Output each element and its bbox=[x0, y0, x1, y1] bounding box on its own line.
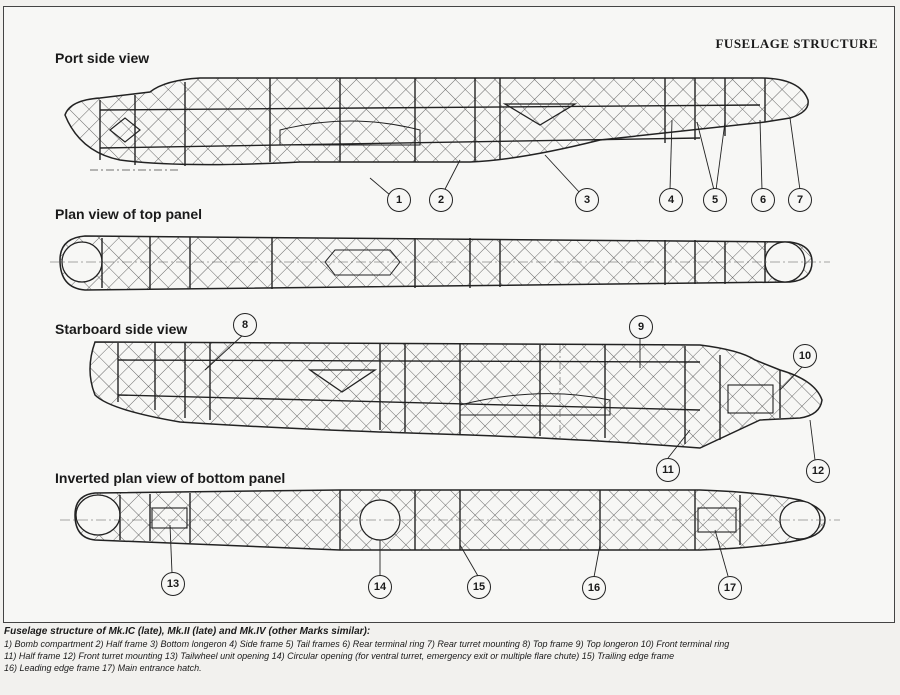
port-side-view bbox=[64, 77, 809, 171]
caption-title: Fuselage structure of Mk.IC (late), Mk.I… bbox=[4, 626, 371, 637]
callout-13: 13 bbox=[161, 572, 185, 596]
callout-9: 9 bbox=[629, 315, 653, 339]
plan-top-view-title: Plan view of top panel bbox=[55, 206, 203, 222]
diagram-header: FUSELAGE STRUCTURE bbox=[715, 36, 878, 51]
plan-top-outline bbox=[59, 235, 813, 291]
starboard-view-title: Starboard side view bbox=[55, 321, 188, 337]
caption-line-2: 11) Half frame 12) Front turret mounting… bbox=[4, 651, 675, 661]
callout-10: 10 bbox=[793, 344, 817, 368]
caption-line-3: 16) Leading edge frame 17) Main entrance… bbox=[4, 663, 202, 673]
callout-5: 5 bbox=[703, 188, 727, 212]
bottom-plan-view bbox=[60, 489, 840, 551]
callout-2: 2 bbox=[429, 188, 453, 212]
callout-15: 15 bbox=[467, 575, 491, 599]
starboard-side-view bbox=[89, 341, 823, 449]
callout-16: 16 bbox=[582, 576, 606, 600]
port-fuselage-outline bbox=[64, 77, 809, 166]
callout-14: 14 bbox=[368, 575, 392, 599]
port-view-title: Port side view bbox=[55, 50, 150, 66]
caption-line-1: 1) Bomb compartment 2) Half frame 3) Bot… bbox=[4, 639, 730, 649]
callout-7: 7 bbox=[788, 188, 812, 212]
leader-lines bbox=[169, 117, 816, 578]
callout-12: 12 bbox=[806, 459, 830, 483]
callout-8: 8 bbox=[233, 313, 257, 337]
callout-4: 4 bbox=[659, 188, 683, 212]
bottom-view-title: Inverted plan view of bottom panel bbox=[55, 470, 286, 486]
callout-3: 3 bbox=[575, 188, 599, 212]
plan-top-view bbox=[50, 235, 830, 291]
callout-1: 1 bbox=[387, 188, 411, 212]
figure-caption: Fuselage structure of Mk.IC (late), Mk.I… bbox=[4, 626, 894, 674]
starboard-fuselage-outline bbox=[89, 341, 823, 449]
callout-11: 11 bbox=[656, 458, 680, 482]
callout-6: 6 bbox=[751, 188, 775, 212]
callout-17: 17 bbox=[718, 576, 742, 600]
